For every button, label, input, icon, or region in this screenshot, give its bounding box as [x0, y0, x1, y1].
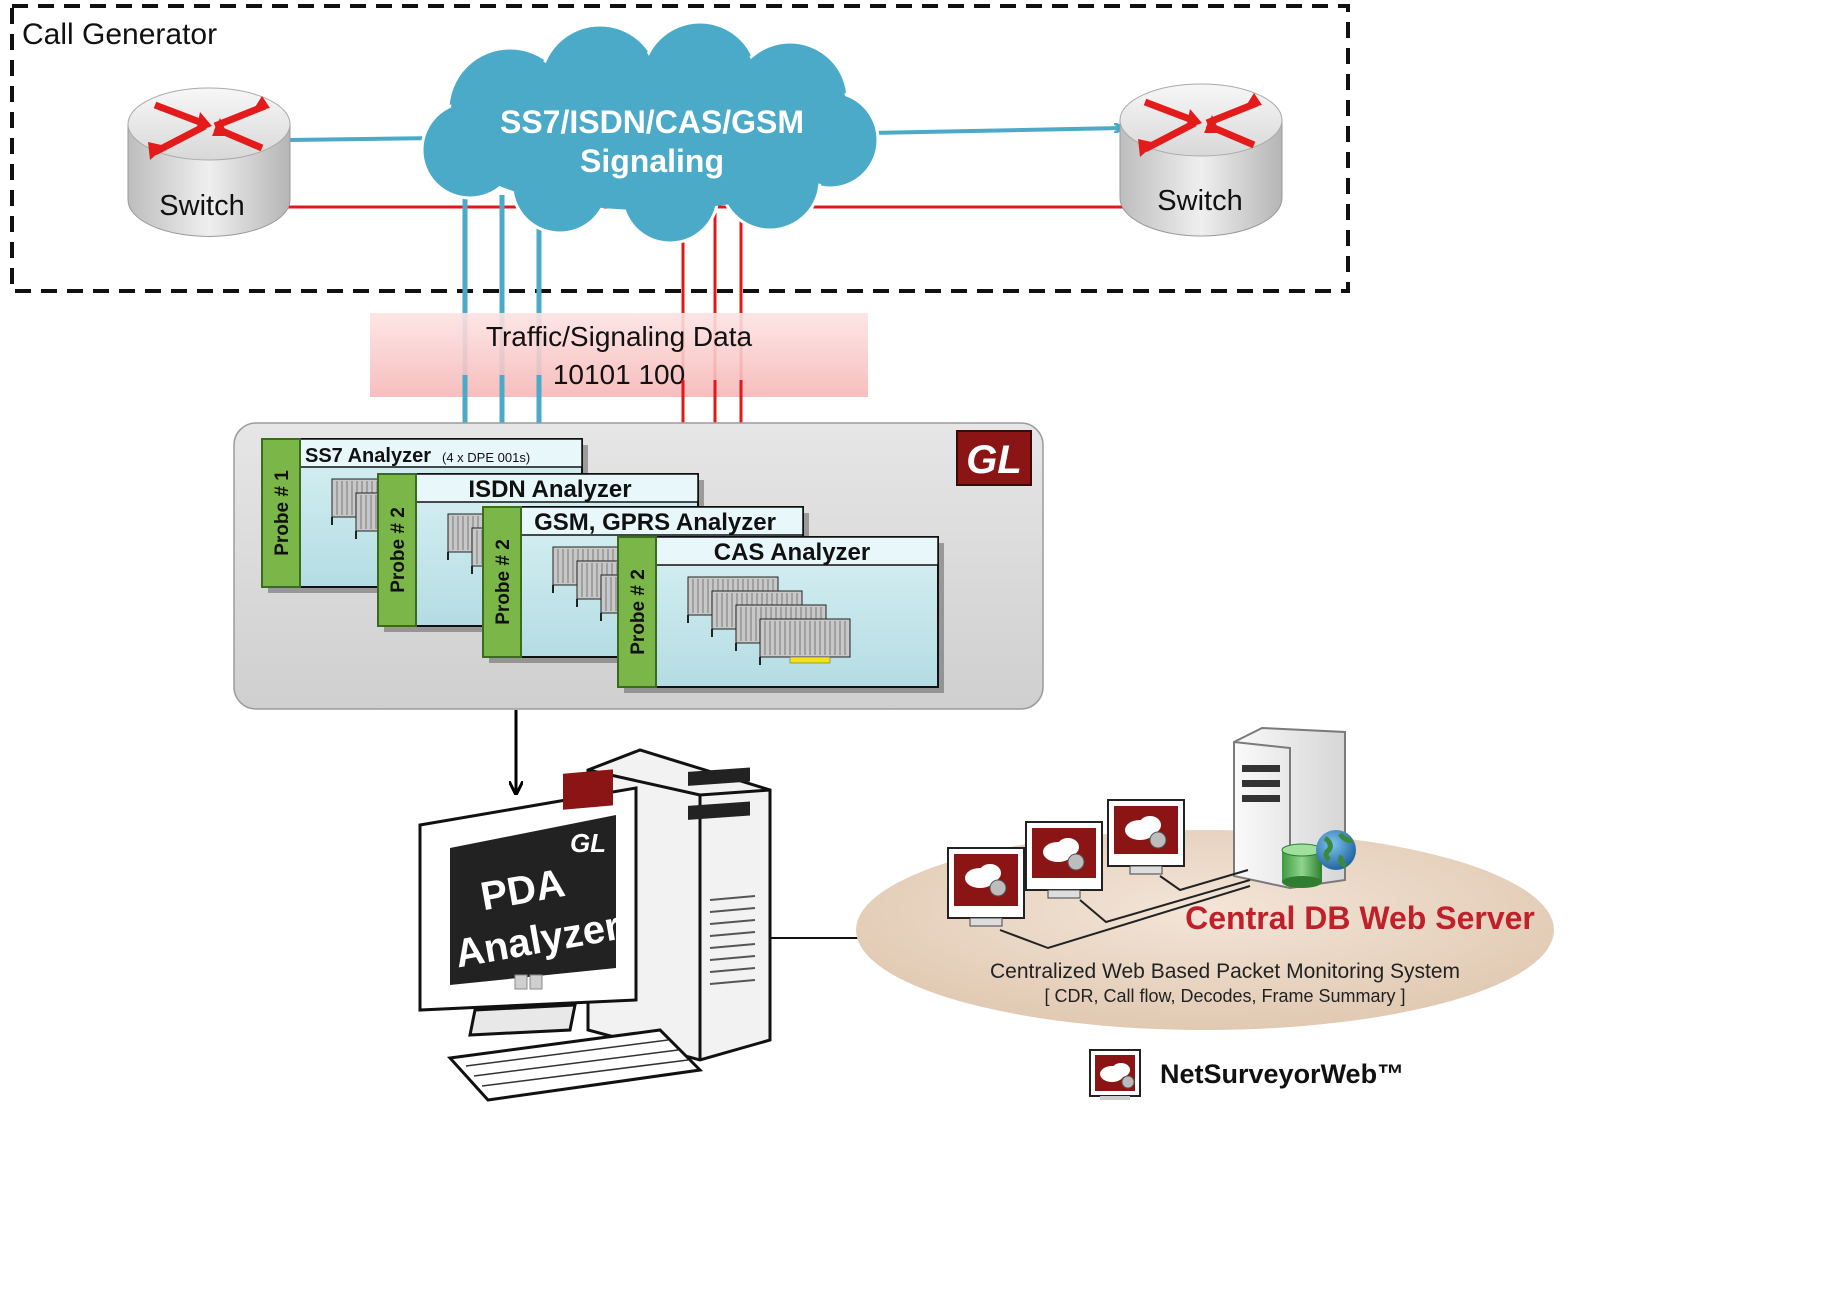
server-network-lines [999, 869, 1251, 950]
probe-label: Probe # 1 [272, 470, 293, 556]
analyzer-title: GSM, GPRS Analyzer [534, 509, 776, 536]
web-server-caption: Centralized Web Based Packet Monitoring … [990, 960, 1460, 983]
switch-arrows-icon [148, 96, 270, 160]
switch-left: Switch [127, 87, 291, 237]
signal-lines-blue-front [462, 375, 542, 430]
database-icon [1281, 843, 1323, 888]
signaling-cloud: SS7/ISDN/CAS/GSM Signaling [420, 20, 880, 245]
client-monitors [947, 799, 1185, 927]
switch-arrows-icon [1138, 93, 1262, 157]
pc-monitor: GL PDA Analyzer [418, 769, 638, 1037]
traffic-data-band: Traffic/Signaling Data 10101 100 [370, 313, 868, 397]
client-monitor-icon [1107, 799, 1185, 875]
gl-logo-icon: GL [956, 430, 1032, 486]
brand-label: NetSurveyorWeb™ [1160, 1059, 1404, 1089]
link-right-blue [869, 128, 1122, 135]
globe-icon [1316, 830, 1356, 870]
probe-label: Probe # 2 [388, 507, 409, 593]
cloud-title: SS7/ISDN/CAS/GSM [500, 104, 804, 140]
pc-gl-logo-text: GL [570, 828, 606, 858]
cloud-subtitle: Signaling [580, 143, 724, 179]
switch-right-label: Switch [1157, 185, 1242, 217]
switch-left-label: Switch [159, 190, 244, 222]
probe-label: Probe # 2 [628, 569, 649, 655]
link-left-blue [289, 136, 441, 142]
call-generator-label: Call Generator [22, 18, 217, 51]
traffic-label: Traffic/Signaling Data [486, 321, 753, 352]
traffic-bits: 10101 100 [553, 359, 685, 390]
client-monitor-icon [1025, 821, 1103, 899]
analyzer-subtitle: (4 x DPE 001s) [442, 450, 530, 465]
client-monitor-icon [947, 847, 1025, 927]
analyzer-title: SS7 Analyzer [305, 445, 431, 467]
switch-right: Switch [1119, 83, 1283, 237]
analyzer-title: CAS Analyzer [714, 539, 871, 566]
gl-logo-text: GL [966, 438, 1022, 482]
call-generator-box [10, 4, 1350, 293]
netsurveyorweb-logo-icon [1089, 1049, 1141, 1100]
pc-keyboard [446, 1028, 704, 1102]
web-server-caption-detail: [ CDR, Call flow, Decodes, Frame Summary… [1044, 986, 1405, 1006]
probe-label: Probe # 2 [493, 539, 514, 625]
analyzer-cards: SS7 Analyzer (4 x DPE 001s) Probe # 1 ISDN … [261, 438, 944, 693]
analyzer-title: ISDN Analyzer [468, 476, 631, 503]
web-server-title: Central DB Web Server [1185, 900, 1535, 936]
pc-gl-logo-icon [563, 769, 613, 810]
